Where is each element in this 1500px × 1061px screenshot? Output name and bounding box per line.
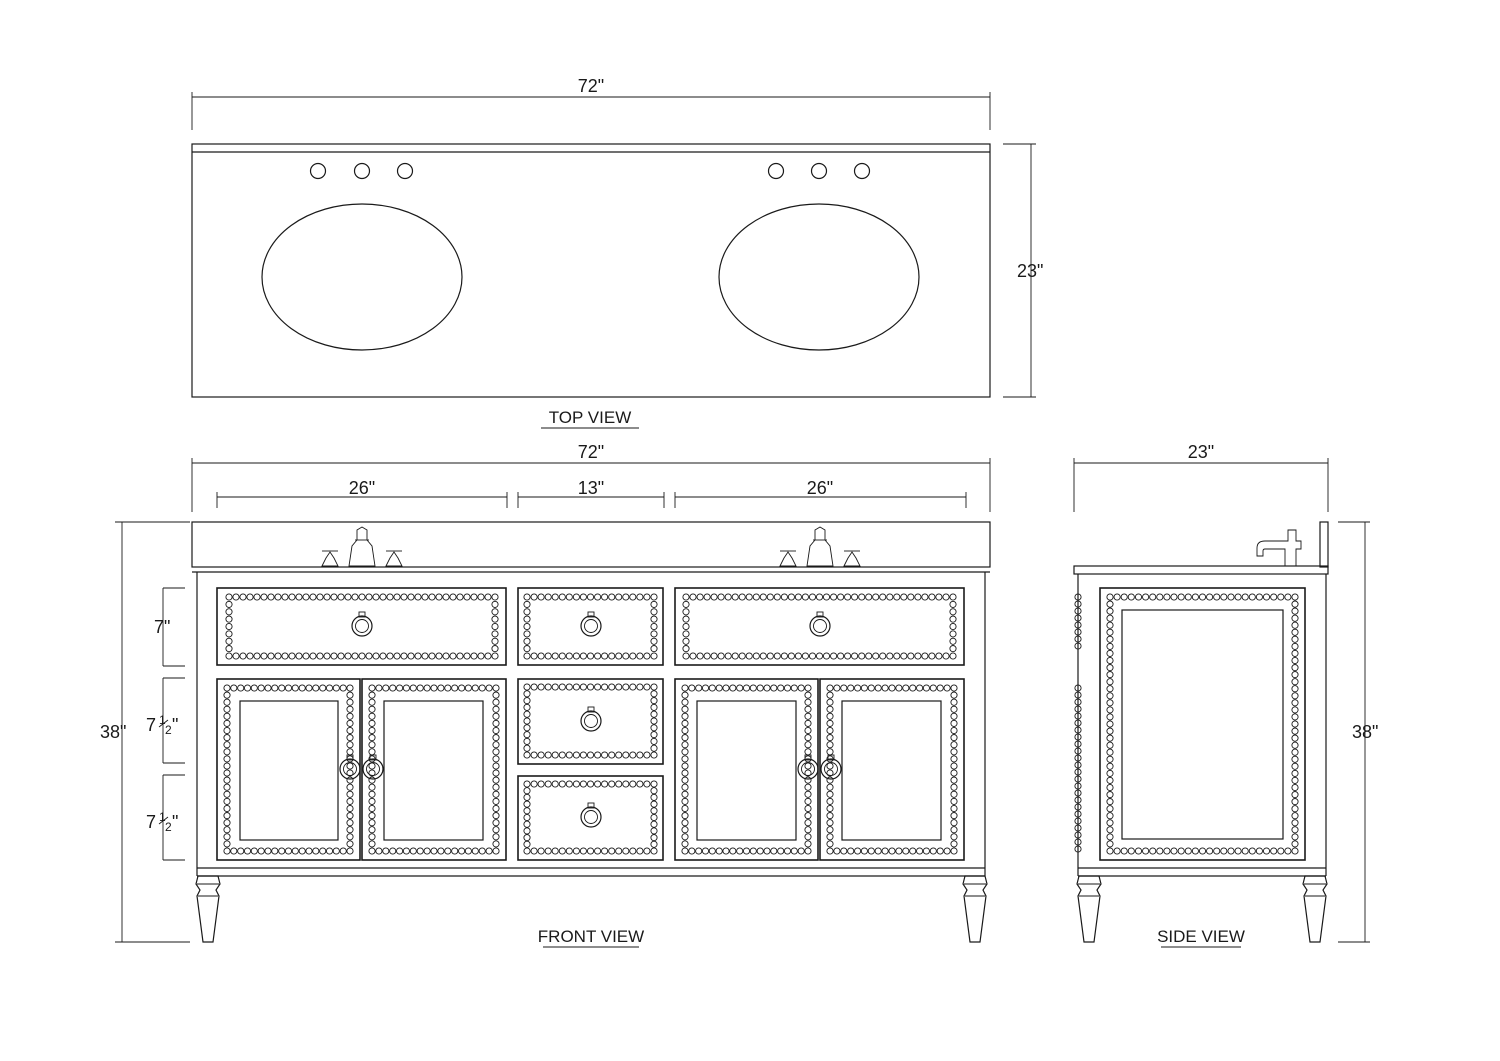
- door-panel: [696, 700, 797, 841]
- top-depth-dimension: 23": [1003, 143, 1043, 398]
- faucet-holes-right: [767, 162, 871, 180]
- side-cabinet-body: [1077, 574, 1327, 877]
- front-width-dimension: 72": [191, 442, 991, 512]
- left-faucet: [321, 526, 403, 567]
- front-view-title: FRONT VIEW: [538, 927, 644, 946]
- countertop-outline: [191, 143, 991, 398]
- right-section-label: 26": [807, 478, 833, 498]
- side-depth-label: 23": [1188, 442, 1214, 462]
- svg-text:7: 7: [146, 812, 156, 832]
- drawer-height-label: 7": [154, 617, 170, 637]
- svg-text:2: 2: [165, 820, 172, 834]
- top-width-label: 72": [578, 76, 604, 96]
- section-dimensions: 26" 13" 26": [216, 478, 967, 508]
- front-height-dimension: 38": [100, 521, 190, 943]
- beaded-trim: [223, 593, 1299, 855]
- side-height-dimension: 38": [1338, 521, 1378, 943]
- center-bottom-drawer[interactable]: [517, 775, 664, 861]
- door-upper-height-label: 7 1 2 ": [146, 713, 178, 737]
- top-view-title: TOP VIEW: [549, 408, 632, 427]
- front-height-label: 38": [100, 722, 126, 742]
- door-panel: [239, 700, 339, 841]
- center-top-drawer[interactable]: [517, 587, 664, 666]
- drawer-door-dimensions: 7" 7 1 2 " 7 1 2 ": [146, 587, 185, 861]
- side-depth-dimension: 23": [1073, 442, 1329, 512]
- center-section-label: 13": [578, 478, 604, 498]
- side-faucet: [1256, 529, 1302, 567]
- front-countertop: [191, 521, 991, 568]
- ring-pulls: [339, 611, 842, 828]
- right-top-drawer[interactable]: [674, 587, 965, 666]
- door-panel: [383, 700, 484, 841]
- side-view-title: SIDE VIEW: [1157, 927, 1245, 946]
- front-view: 72" 26" 13" 26" 38": [100, 442, 1299, 948]
- side-left-leg: [1076, 875, 1102, 943]
- side-countertop: [1073, 565, 1329, 575]
- right-outer-door[interactable]: [819, 678, 965, 861]
- door-lower-height-label: 7 1 2 ": [146, 810, 178, 834]
- center-middle-drawer[interactable]: [517, 678, 664, 765]
- right-sink-basin: [718, 203, 920, 351]
- side-view: 23" 38": [1073, 442, 1378, 948]
- top-width-dimension: 72": [191, 76, 991, 130]
- svg-text:": ": [172, 715, 178, 735]
- svg-text:7: 7: [146, 715, 156, 735]
- top-view: 72" 23" TOP VIEW: [191, 76, 1043, 429]
- front-width-label: 72": [578, 442, 604, 462]
- front-cabinet-body: [196, 572, 986, 877]
- door-panel: [841, 700, 942, 841]
- top-depth-label: 23": [1017, 261, 1043, 281]
- faucet-holes-left: [309, 162, 414, 180]
- side-inner-panel: [1121, 609, 1284, 840]
- front-left-leg: [195, 875, 221, 943]
- left-sink-basin: [261, 203, 463, 351]
- svg-text:1: 1: [159, 810, 166, 824]
- svg-text:": ": [172, 812, 178, 832]
- side-backsplash: [1319, 521, 1329, 568]
- left-top-drawer[interactable]: [216, 587, 507, 666]
- left-inner-door[interactable]: [361, 678, 507, 861]
- left-section-label: 26": [349, 478, 375, 498]
- front-right-leg: [962, 875, 988, 943]
- side-height-label: 38": [1352, 722, 1378, 742]
- side-panel-frame: [1099, 587, 1306, 861]
- right-faucet: [779, 526, 861, 567]
- svg-text:2: 2: [165, 723, 172, 737]
- side-right-leg: [1302, 875, 1328, 943]
- svg-text:1: 1: [159, 713, 166, 727]
